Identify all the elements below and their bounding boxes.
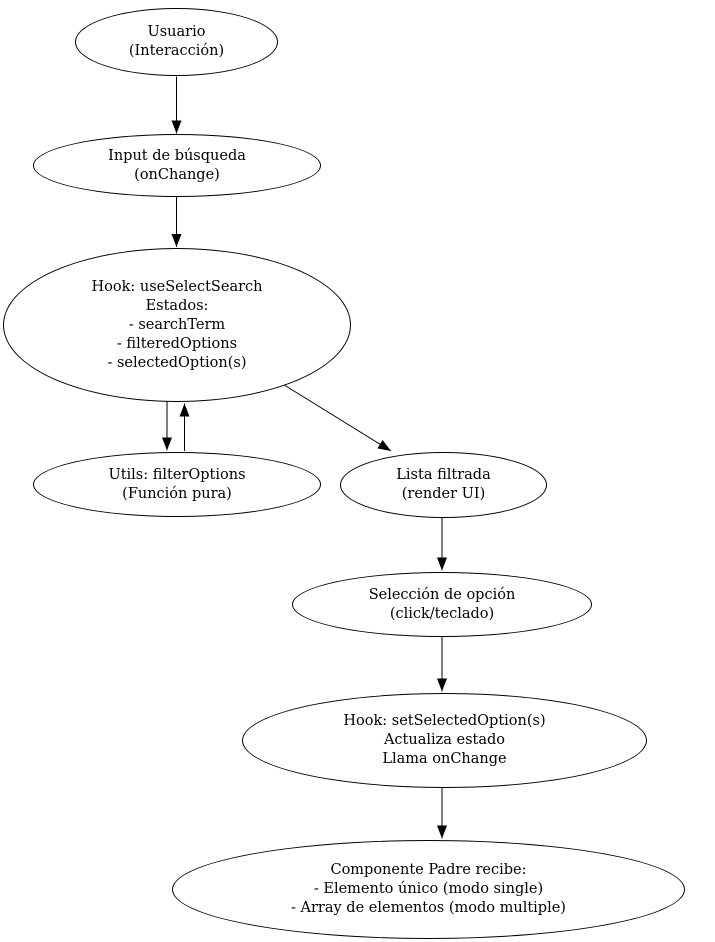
node-input-busqueda: Input de búsqueda (onChange) <box>33 134 321 197</box>
node-label-line: Hook: setSelectedOption(s) <box>343 713 546 729</box>
node-label-line: Selección de opción <box>368 586 516 603</box>
node-hook-setselectedoption: Hook: setSelectedOption(s) Actualiza est… <box>242 693 647 788</box>
node-label-line: (render UI) <box>401 486 486 502</box>
node-label-line: - Elemento único (modo single) <box>313 881 544 897</box>
edge-hook-lista <box>280 382 392 452</box>
node-label-line: - searchTerm <box>128 316 226 333</box>
node-label-line: Input de búsqueda <box>108 147 246 164</box>
node-hook-useselectsearch: Hook: useSelectSearch Estados: - searchT… <box>3 248 351 402</box>
node-label-line: (onChange) <box>134 166 220 183</box>
node-label-line: Actualiza estado <box>383 732 506 748</box>
node-utils-filteroptions: Utils: filterOptions (Función pura) <box>33 452 321 517</box>
node-label-line: Utils: filterOptions <box>108 466 246 483</box>
node-label-line: Estados: <box>145 297 209 314</box>
node-label-line: Llama onChange <box>382 751 507 767</box>
node-label-line: (click/teclado) <box>389 605 495 622</box>
node-label-line: Hook: useSelectSearch <box>91 278 263 295</box>
node-seleccion-opcion: Selección de opción (click/teclado) <box>292 572 592 637</box>
node-usuario: Usuario (Interacción) <box>75 8 278 76</box>
node-label-line: Usuario <box>147 24 206 40</box>
node-lista-filtrada: Lista filtrada (render UI) <box>340 452 547 518</box>
node-label-line: - Array de elementos (modo multiple) <box>291 900 566 916</box>
node-label-line: - filteredOptions <box>116 335 238 352</box>
node-label-line: - selectedOption(s) <box>107 354 247 371</box>
node-label-line: (Función pura) <box>122 485 232 502</box>
node-label-line: Componente Padre recibe: <box>330 862 527 878</box>
node-label-line: Lista filtrada <box>396 467 491 483</box>
node-componente-padre: Componente Padre recibe: - Elemento únic… <box>172 840 685 939</box>
node-label-line: (Interacción) <box>128 43 225 59</box>
